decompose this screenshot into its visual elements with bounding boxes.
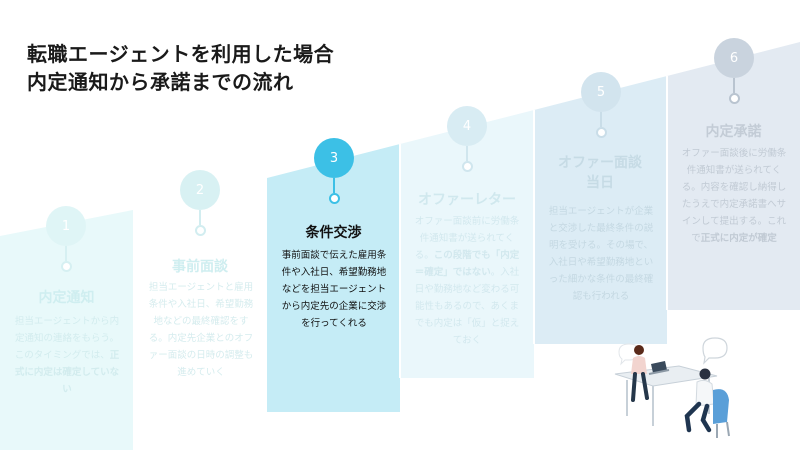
step-pin-stem [733,78,735,93]
step-title: 内定承諾 [705,124,762,140]
step-band-2 [133,184,267,450]
step-number-badge: 5 [581,72,621,112]
step-number: 1 [61,218,71,234]
step-description: 担当エージェントと雇用条件や入社日、希望勤務地などの最終確認をする。内定先企業と… [148,282,254,378]
step-band-5 [534,76,667,344]
meeting-illustration-icon [614,337,730,438]
step-pin-6: 6 [714,38,754,104]
step-number: 6 [729,50,739,66]
step-title: オファーレター [418,192,516,208]
step-number: 5 [596,84,606,100]
title-line-2: 内定通知から承諾までの流れ [27,70,294,94]
title-line-1: 転職エージェントを利用した場合 [27,42,335,66]
step-number-badge: 1 [46,206,86,246]
step-description: オファー面談後に労働条件通知書が送られてくる。内容を確認し納得したうえで内定承諾… [681,148,787,244]
step-band-3 [267,144,400,412]
step-pin-stem [466,146,468,161]
step-description: オファー面談前に労働条件通知書が送られてくる。この段階でも「内定＝確定」ではない… [414,216,520,346]
step-number-badge: 3 [314,138,354,178]
step-pin-5: 5 [581,72,621,138]
step-pin-stem [65,246,67,261]
step-pin-dot [194,225,206,236]
step-number: 2 [195,182,205,198]
step-pin-3: 3 [314,138,354,204]
step-description: 担当エージェントが企業と交渉した最終条件の説明を受ける。その場で、入社日や希望勤… [548,206,654,302]
step-description: 担当エージェントから内定通知の連絡をもらう。このタイミングでは、正式に内定は確定… [14,316,120,395]
step-pin-stem [333,178,335,193]
step-pin-4: 4 [447,106,487,172]
step-pin-2: 2 [180,170,220,236]
step-band-4 [400,110,534,378]
step-pin-stem [199,210,201,225]
step-title: オファー面談当日 [558,155,642,191]
step-title: 条件交渉 [305,225,362,241]
step-number-badge: 4 [447,106,487,146]
step-pin-dot [60,261,72,272]
step-band-6 [667,42,800,310]
step-number: 3 [329,150,339,166]
step-pin-1: 1 [46,206,86,272]
step-pin-dot [328,193,340,204]
step-pin-dot [461,161,473,172]
step-number-badge: 6 [714,38,754,78]
step-number: 4 [462,118,472,134]
page-title: 転職エージェントを利用した場合 内定通知から承諾までの流れ [27,40,334,96]
step-title: 内定通知 [38,290,95,306]
step-number-badge: 2 [180,170,220,210]
step-description: 事前面談で伝えた雇用条件や入社日、希望勤務地などを担当エージェントから内定先の企… [281,250,387,329]
step-title: 事前面談 [172,259,228,275]
step-pin-dot [595,127,607,138]
step-band-1 [0,210,133,450]
step-pin-dot [728,93,740,104]
step-pin-stem [600,112,602,127]
